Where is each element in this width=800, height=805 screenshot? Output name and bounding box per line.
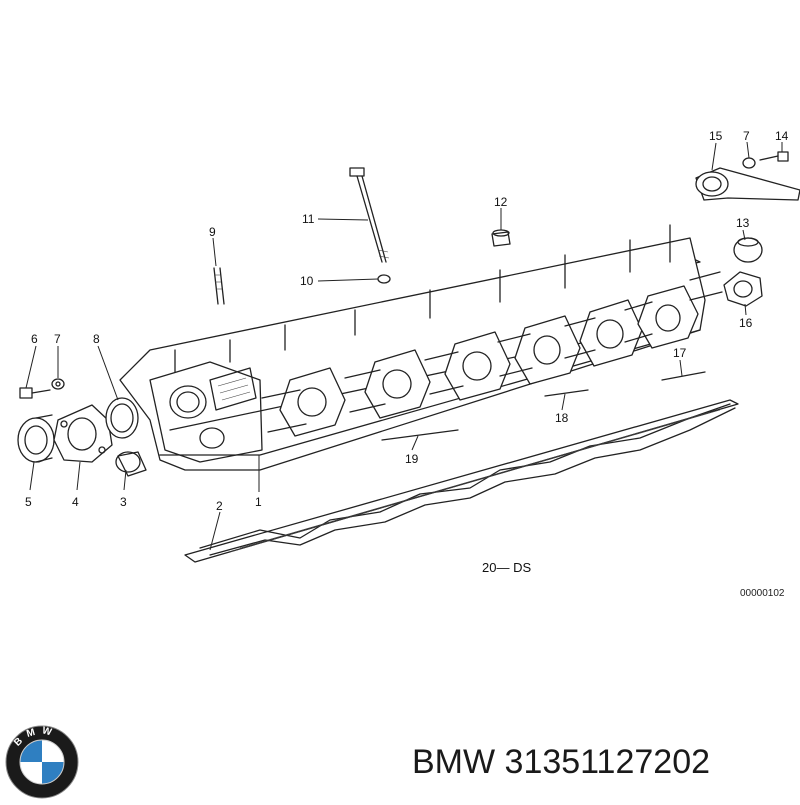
part-10-washer: [377, 274, 391, 284]
port-flanges: [279, 285, 699, 437]
part-7-washer-left: [51, 378, 65, 390]
callout-7b: 7: [743, 129, 750, 143]
callout-14: 14: [775, 129, 789, 143]
callout-1: 1: [255, 495, 262, 509]
callout-9: 9: [209, 225, 216, 239]
part-5-sleeve: [17, 414, 55, 463]
callout-8: 8: [93, 332, 100, 346]
callout-5: 5: [25, 495, 32, 509]
part-12-nut: [491, 229, 511, 247]
callout-12: 12: [494, 195, 508, 209]
callout-16: 16: [739, 316, 753, 330]
bmw-roundel-logo: BMW: [4, 724, 80, 800]
callout-labels: 1 2 3 4 5 6 7 8 9 10 11 12 13 14 15 16 1…: [25, 129, 789, 599]
callout-7a: 7: [54, 332, 61, 346]
part-19-stud: [381, 429, 459, 441]
part-8-o-ring: [105, 397, 139, 439]
part-14-screw: [759, 151, 789, 162]
head-gasket: [184, 399, 739, 563]
callout-11: 11: [302, 212, 315, 226]
part-11-head-bolt: [349, 167, 390, 263]
part-13-cap: [733, 237, 763, 263]
part-6-bolt: [19, 387, 51, 399]
part-4-flange: [53, 404, 113, 463]
part-17-stud: [661, 371, 706, 381]
callout-19: 19: [405, 452, 419, 466]
callout-13: 13: [736, 216, 750, 230]
manifold-studs: [261, 271, 723, 433]
part-16-gasket: [723, 271, 763, 307]
callout-17: 17: [673, 346, 687, 360]
part-18-stud: [544, 389, 589, 397]
callout-10: 10: [300, 274, 314, 288]
part-7-washer-right: [742, 157, 756, 169]
callout-15: 15: [709, 129, 723, 143]
callout-18: 18: [555, 411, 569, 425]
part-number-title: BMW 31351127202: [412, 743, 711, 781]
reference-code: 00000102: [740, 588, 785, 599]
cylinder-head: [119, 224, 723, 471]
leader-lines: [25, 141, 783, 551]
part-15-bracket: [695, 167, 800, 201]
callout-6: 6: [31, 332, 38, 346]
part-9-stud: [213, 267, 225, 305]
part-3-sleeve: [115, 451, 147, 477]
callout-3: 3: [120, 495, 127, 509]
ds-label: 20— DS: [482, 560, 531, 575]
callout-2: 2: [216, 499, 223, 513]
bmw-logo-icon: BMW: [5, 725, 79, 799]
callout-4: 4: [72, 495, 79, 509]
